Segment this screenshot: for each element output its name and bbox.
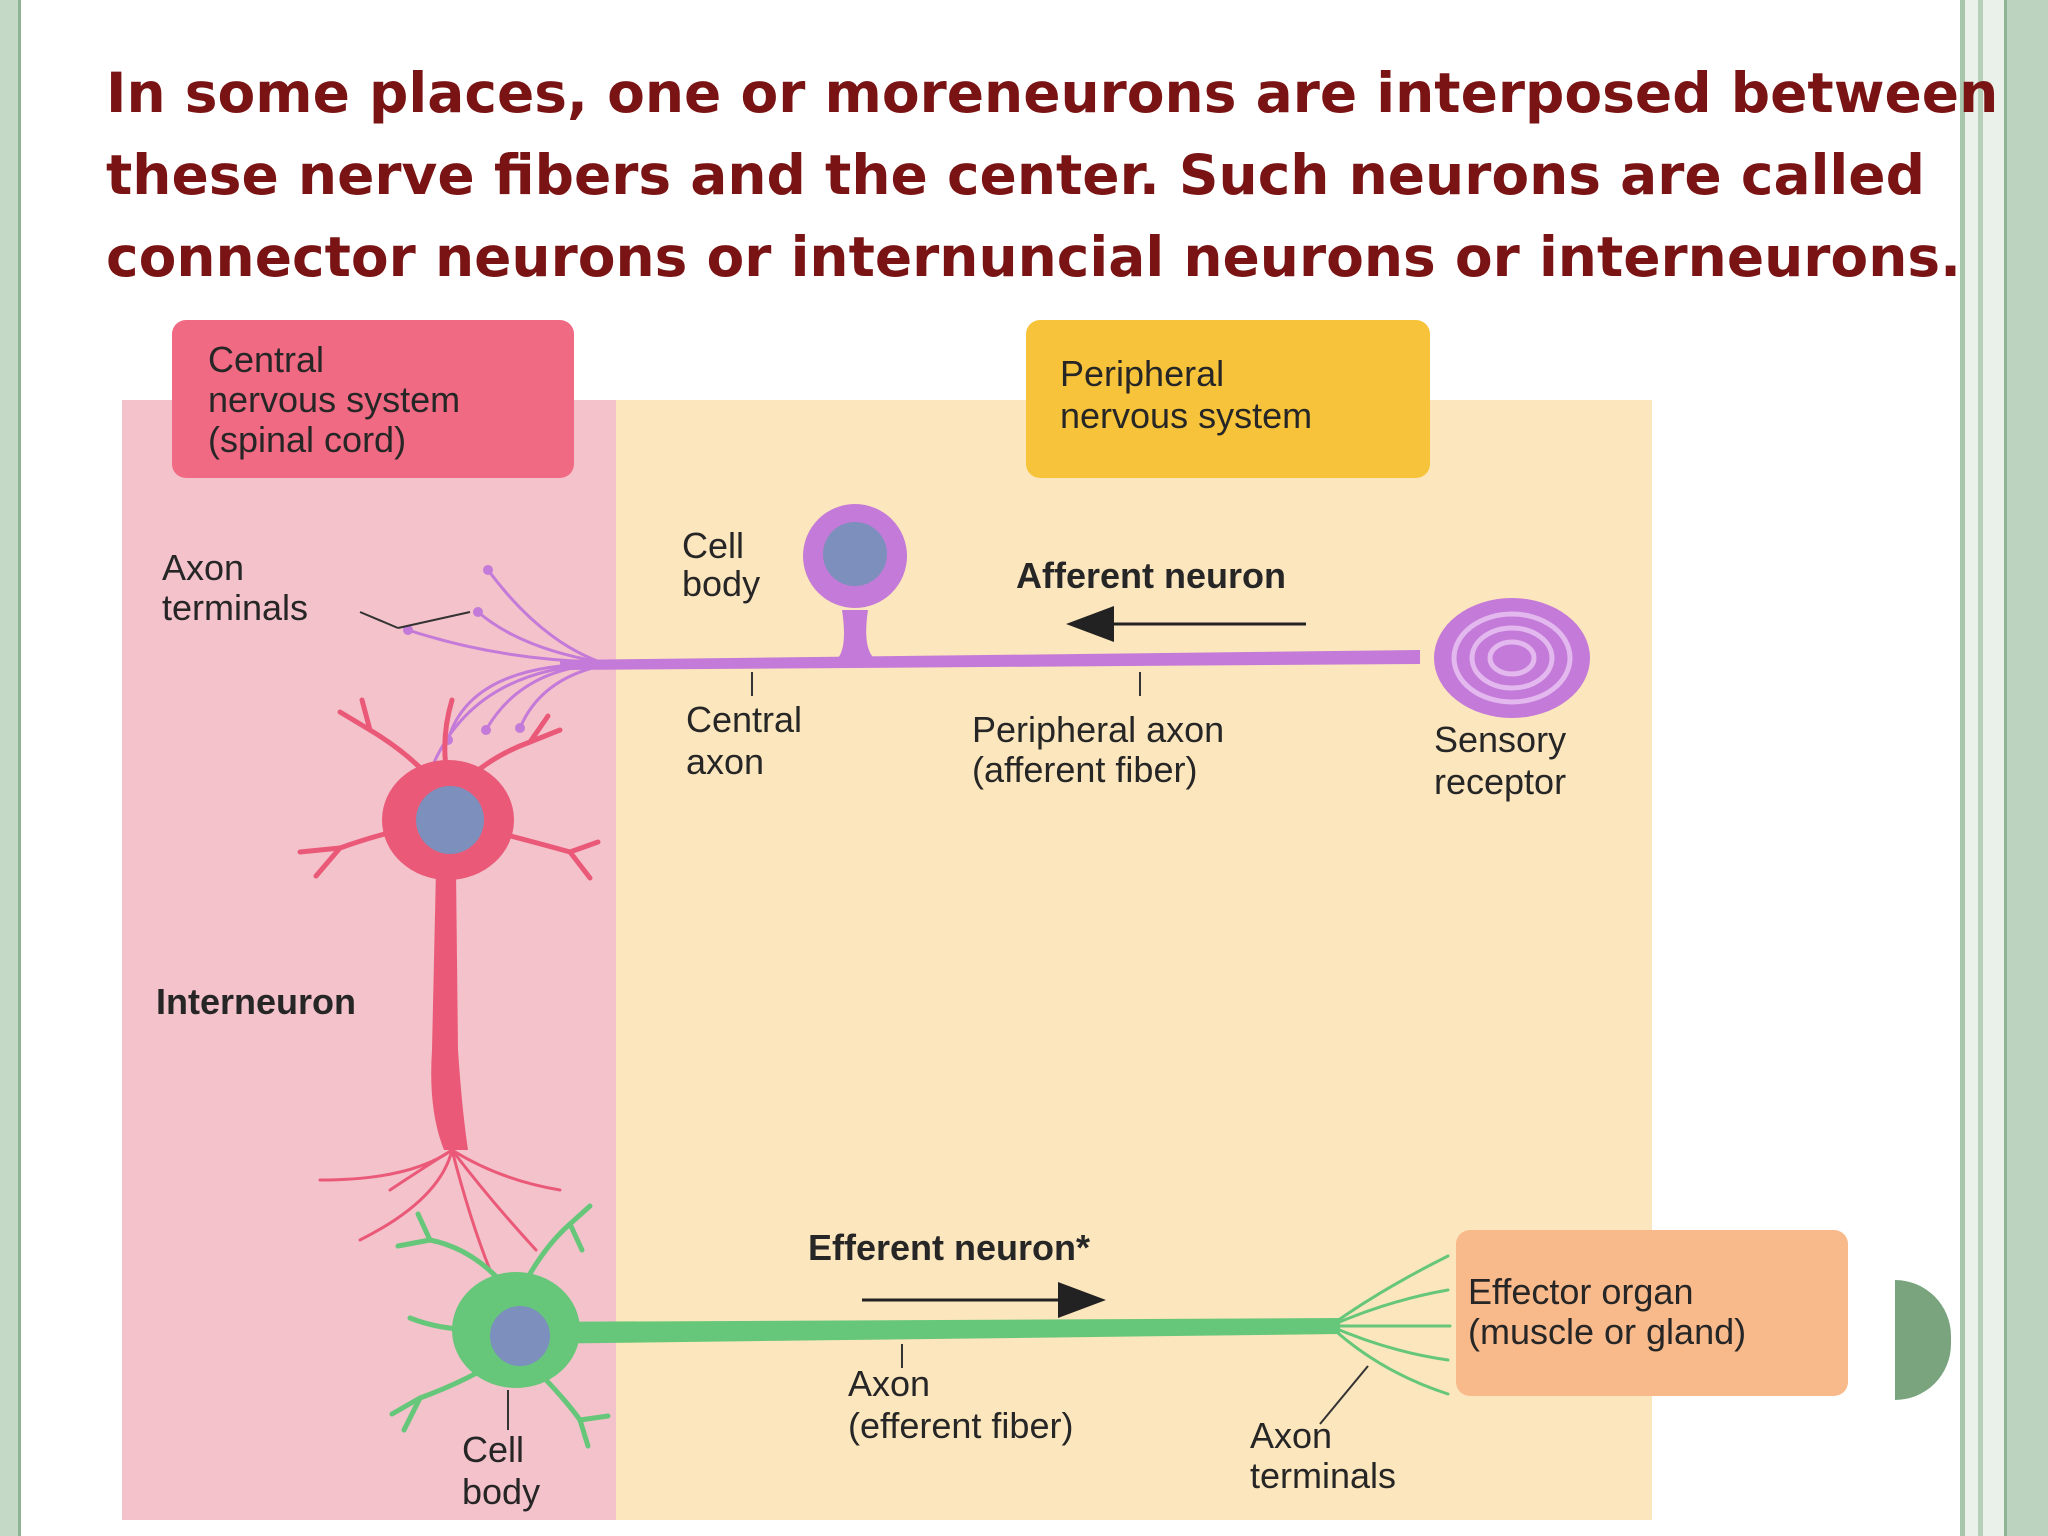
peripheral-axon-label: Peripheral axon (afferent fiber): [972, 709, 1234, 790]
left-border-decoration: [0, 0, 21, 1536]
pns-header-box: [1026, 320, 1430, 478]
slide-title-line: these nerve fibers and the center. Such …: [106, 143, 1925, 207]
interneuron-axon-terminals: [318, 1148, 562, 1272]
afferent-axon: [560, 650, 1420, 670]
cell-body-top-label: Cell body: [682, 525, 760, 604]
effector-organ-label: Effector organ (muscle or gland): [1468, 1271, 1746, 1352]
efferent-axon-label: Axon (efferent fiber): [848, 1363, 1073, 1446]
interneuron-nucleus: [416, 786, 484, 854]
afferent-cell-stalk: [836, 610, 876, 660]
sensory-receptor-label: Sensory receptor: [1434, 719, 1576, 802]
interneuron-axon: [431, 870, 468, 1150]
efferent-neuron-title: Efferent neuron*: [808, 1227, 1090, 1268]
axon-terminals-top-label: Axon terminals: [162, 547, 308, 628]
interneuron-label: Interneuron: [156, 981, 356, 1022]
central-axon-label: Central axon: [686, 699, 812, 782]
decorative-stripe: [1978, 0, 1983, 1536]
slide-title-line: connector neurons or internuncial neuron…: [106, 225, 1961, 289]
slide-title-line: In some places, one or moreneurons are i…: [106, 61, 1999, 125]
interneuron: [297, 697, 601, 1272]
pns-header-label: Peripheral nervous system: [1060, 353, 1312, 436]
decorative-stripe: [2004, 0, 2048, 1536]
leader-lines: [359, 611, 1369, 1430]
cell-body-bottom-label: Cell body: [462, 1429, 540, 1512]
effector-organ-box: [1456, 1230, 1848, 1396]
afferent-nucleus: [823, 522, 887, 586]
cns-header-box: [172, 320, 574, 478]
cns-header-label: Central nervous system (spinal cord): [208, 339, 470, 460]
sensory-receptor-icon: [1434, 598, 1590, 718]
axon-terminals-bottom-label: Axon terminals: [1250, 1415, 1396, 1496]
efferent-axon-terminals: [1328, 1254, 1452, 1396]
right-side-decoration: [1960, 0, 2048, 1536]
afferent-axon-terminals: [406, 568, 602, 774]
efferent-axon: [520, 1318, 1340, 1344]
efferent-nucleus: [490, 1306, 550, 1366]
afferent-neuron: [403, 504, 1590, 777]
slide-title: In some places, one or moreneurons are i…: [106, 52, 1999, 298]
efferent-neuron: [389, 1203, 1452, 1449]
afferent-neuron-title: Afferent neuron: [1016, 555, 1286, 596]
decorative-stripe: [1960, 0, 1965, 1536]
